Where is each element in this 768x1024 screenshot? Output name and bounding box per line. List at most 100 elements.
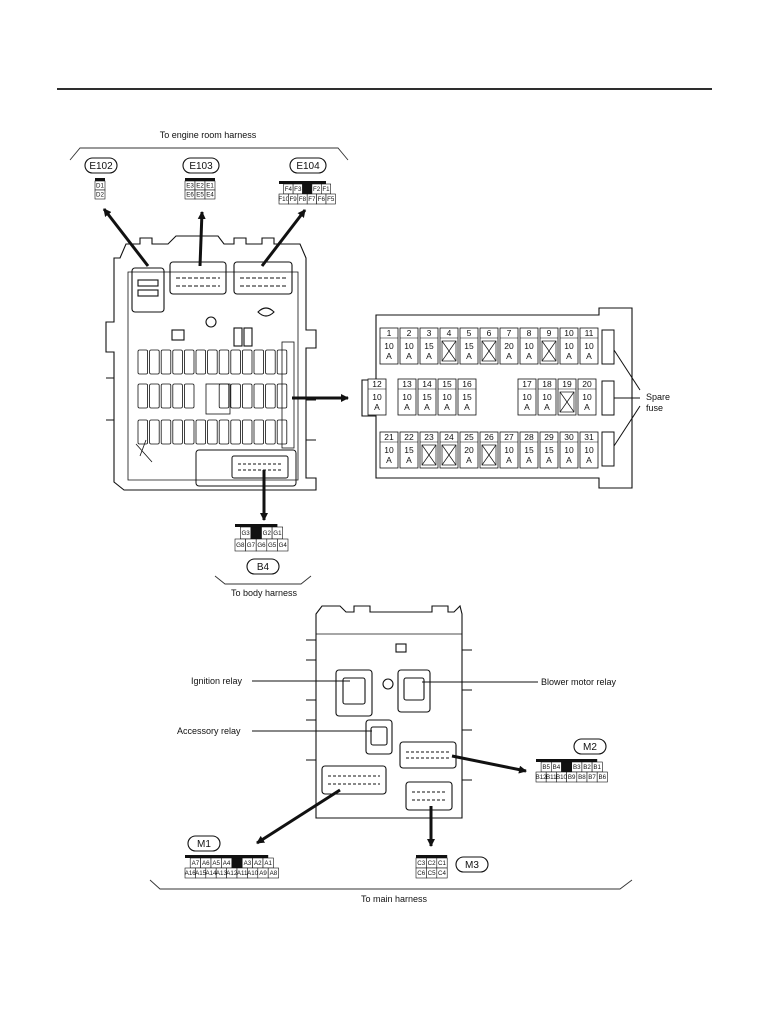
blower-relay-label: Blower motor relay: [541, 677, 617, 687]
pin-label: B11: [546, 774, 557, 781]
pin-face-key: [185, 178, 215, 181]
upper-slot: [172, 419, 183, 445]
upper-slot: [265, 419, 276, 445]
pin-label: B4: [553, 764, 561, 771]
fuse-rating: 15: [524, 445, 534, 455]
upper-slot: [149, 419, 160, 445]
fuse-rating: 15: [404, 445, 414, 455]
fuse-unit: A: [544, 402, 550, 412]
svg-text:B4: B4: [257, 562, 270, 573]
pin-label: F2: [313, 186, 321, 193]
fuse-rating: 10: [584, 445, 594, 455]
connector-tag-e102: E102: [84, 157, 118, 174]
fuse-rating: 10: [564, 445, 574, 455]
upper-slot: [195, 349, 207, 375]
fuse-number: 24: [444, 432, 454, 442]
arrow-e103: [197, 211, 206, 267]
pin-label: A5: [212, 860, 220, 867]
pin-cell: [250, 526, 262, 540]
pin-label: B2: [583, 764, 591, 771]
pin-cell: [277, 538, 289, 552]
fuse-number: 15: [442, 379, 452, 389]
upper-slot: [230, 349, 241, 375]
pin-label: F8: [299, 196, 307, 203]
fuse-number: 12: [372, 379, 382, 389]
fuse-number: 1: [387, 328, 392, 338]
fuse-number: 8: [527, 328, 532, 338]
connector-tag-b4: B4: [246, 558, 280, 575]
fuse-unit: A: [546, 455, 552, 465]
pin-label: A15: [195, 870, 207, 877]
connector-tag-e103: E103: [182, 157, 220, 174]
relay-leader-lines: [252, 680, 538, 732]
fuse-number: 20: [582, 379, 592, 389]
fuse-slot: 26: [479, 431, 499, 469]
pin-label: B12: [536, 774, 548, 781]
svg-text:E103: E103: [189, 161, 213, 172]
upper-slot: [241, 349, 253, 375]
upper-slot: [241, 383, 253, 409]
arrow-m2: [451, 754, 527, 774]
pin-label: F10: [278, 196, 289, 203]
fuse-unit: A: [444, 402, 450, 412]
fuse-rating: 10: [582, 392, 592, 402]
svg-text:M3: M3: [465, 860, 479, 871]
fuse-number: 6: [487, 328, 492, 338]
upper-slot: [207, 349, 218, 375]
svg-text:E104: E104: [296, 161, 320, 172]
upper-slot: [172, 383, 183, 409]
pin-cell: [94, 189, 106, 200]
engine-harness-label: To engine room harness: [160, 130, 257, 140]
upper-bottom-connector: [135, 439, 297, 487]
arrow-e104: [260, 209, 307, 267]
pin-label: B10: [556, 774, 568, 781]
pin-label: C3: [417, 860, 425, 867]
lower-relay-block: [306, 604, 472, 819]
accessory-relay-label: Accessory relay: [177, 726, 241, 736]
upper-slot: [183, 419, 195, 445]
upper-slot: [149, 349, 160, 375]
fuse-number: 9: [547, 328, 552, 338]
upper-slot: [218, 349, 230, 375]
fuse-rating: 10: [442, 392, 452, 402]
upper-slot: [137, 383, 149, 409]
pin-cell: [231, 857, 243, 869]
pin-cell: [302, 183, 313, 195]
arrow-e102: [102, 208, 150, 267]
pin-label: G1: [273, 530, 282, 537]
fuse-number: 19: [562, 379, 572, 389]
fuse-number: 4: [447, 328, 452, 338]
pin-label: A9: [259, 870, 267, 877]
fuse-rating: 15: [544, 445, 554, 455]
svg-text:E102: E102: [89, 161, 113, 172]
upper-slot: [265, 383, 276, 409]
pin-label: A7: [192, 860, 200, 867]
fuse-number: 2: [407, 328, 412, 338]
pin-label: A6: [202, 860, 210, 867]
pin-label: A2: [254, 860, 262, 867]
pin-label: G4: [279, 542, 288, 549]
fuse-slot: 15 10A: [437, 378, 457, 416]
fuse-rating: 10: [402, 392, 412, 402]
body-harness-bracket: [214, 575, 312, 585]
fuse-rating: 15: [464, 341, 474, 351]
upper-slot-block: [205, 383, 231, 415]
fuse-unit: A: [386, 351, 392, 361]
pin-label: A10: [247, 870, 259, 877]
connector-tag-m2: M2: [573, 738, 607, 755]
fuse-slot: 24: [439, 431, 459, 469]
pin-label: F4: [285, 186, 293, 193]
pin-face-key: [279, 181, 326, 184]
pin-cell: [561, 761, 572, 773]
pin-label: F1: [322, 186, 330, 193]
pin-label: G6: [257, 542, 266, 549]
fuse-rating: 10: [372, 392, 382, 402]
